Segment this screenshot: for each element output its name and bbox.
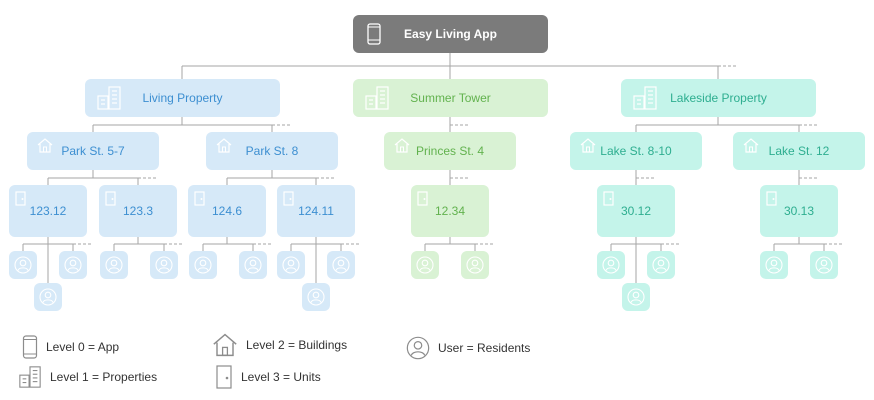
building-princes-st-4[interactable]: Princes St. 4 xyxy=(384,132,516,170)
user-icon xyxy=(64,256,82,274)
building-icon xyxy=(743,138,759,153)
building-label: Princes St. 4 xyxy=(415,144,485,158)
legend-app: Level 0 = App xyxy=(22,335,119,359)
building-label: Lake St. 12 xyxy=(768,144,830,158)
app-node[interactable]: Easy Living App xyxy=(353,15,548,53)
user-icon xyxy=(244,256,262,274)
unit-123-12[interactable]: 123.12 xyxy=(9,185,87,237)
unit-124-6[interactable]: 124.6 xyxy=(188,185,266,237)
building-icon xyxy=(580,138,596,153)
door-icon xyxy=(15,191,26,206)
resident-node[interactable] xyxy=(277,251,305,279)
property-living-property[interactable]: Living Property xyxy=(85,79,280,117)
door-icon xyxy=(194,191,205,206)
resident-node[interactable] xyxy=(189,251,217,279)
resident-node[interactable] xyxy=(622,283,650,311)
resident-node[interactable] xyxy=(647,251,675,279)
door-icon xyxy=(766,191,777,206)
unit-label: 123.3 xyxy=(122,204,154,218)
properties-icon xyxy=(365,86,389,110)
resident-node[interactable] xyxy=(9,251,37,279)
legend-buildings-label: Level 2 = Buildings xyxy=(246,338,348,352)
user-icon xyxy=(765,256,783,274)
unit-label: 124.11 xyxy=(298,204,334,218)
phone-icon xyxy=(367,23,381,45)
legend-units: Level 3 = Units xyxy=(215,365,321,389)
user-icon xyxy=(416,256,434,274)
user-icon xyxy=(332,256,350,274)
legend-properties-label: Level 1 = Properties xyxy=(50,370,158,384)
legend-units-label: Level 3 = Units xyxy=(241,370,321,384)
building-label: Park St. 5-7 xyxy=(61,144,125,158)
properties-icon xyxy=(97,86,121,110)
resident-node[interactable] xyxy=(100,251,128,279)
legend-properties: Level 1 = Properties xyxy=(18,365,157,389)
resident-node[interactable] xyxy=(302,283,330,311)
app-label: Easy Living App xyxy=(404,27,497,41)
resident-node[interactable] xyxy=(150,251,178,279)
building-icon xyxy=(394,138,410,153)
building-icon xyxy=(216,138,232,153)
unit-label: 124.6 xyxy=(211,204,243,218)
unit-123-3[interactable]: 123.3 xyxy=(99,185,177,237)
property-label: Summer Tower xyxy=(410,91,491,105)
legend-users: User = Residents xyxy=(406,336,530,360)
door-icon xyxy=(417,191,428,206)
properties-icon xyxy=(19,366,41,388)
resident-node[interactable] xyxy=(411,251,439,279)
unit-label: 123.12 xyxy=(29,204,67,218)
door-icon xyxy=(283,191,294,206)
user-icon xyxy=(466,256,484,274)
resident-node[interactable] xyxy=(34,283,62,311)
user-icon xyxy=(627,288,645,306)
unit-label: 30.13 xyxy=(783,204,815,218)
unit-124-11[interactable]: 124.11 xyxy=(277,185,355,237)
property-label: Lakeside Property xyxy=(670,91,767,105)
building-icon xyxy=(213,333,237,357)
resident-node[interactable] xyxy=(239,251,267,279)
properties-icon xyxy=(633,86,657,110)
building-park-st-8[interactable]: Park St. 8 xyxy=(206,132,338,170)
building-lake-st-8-10[interactable]: Lake St. 8-10 xyxy=(570,132,702,170)
resident-node[interactable] xyxy=(760,251,788,279)
building-icon xyxy=(37,138,53,153)
unit-30-12[interactable]: 30.12 xyxy=(597,185,675,237)
unit-label: 30.12 xyxy=(620,204,652,218)
door-icon xyxy=(603,191,614,206)
unit-label: 12.34 xyxy=(434,204,466,218)
user-icon xyxy=(602,256,620,274)
user-icon xyxy=(105,256,123,274)
property-summer-tower[interactable]: Summer Tower xyxy=(353,79,548,117)
resident-node[interactable] xyxy=(461,251,489,279)
resident-node[interactable] xyxy=(327,251,355,279)
phone-icon xyxy=(22,335,38,359)
user-icon xyxy=(815,256,833,274)
user-icon xyxy=(282,256,300,274)
user-icon xyxy=(307,288,325,306)
user-icon xyxy=(194,256,212,274)
legend-app-label: Level 0 = App xyxy=(46,340,120,354)
unit-12-34[interactable]: 12.34 xyxy=(411,185,489,237)
building-label: Park St. 8 xyxy=(245,144,299,158)
property-lakeside-property[interactable]: Lakeside Property xyxy=(621,79,816,117)
property-label: Living Property xyxy=(142,91,223,105)
user-icon xyxy=(39,288,57,306)
door-icon xyxy=(216,365,232,389)
unit-30-13[interactable]: 30.13 xyxy=(760,185,838,237)
resident-node[interactable] xyxy=(59,251,87,279)
user-icon xyxy=(155,256,173,274)
resident-node[interactable] xyxy=(597,251,625,279)
user-icon xyxy=(14,256,32,274)
building-lake-st-12[interactable]: Lake St. 12 xyxy=(733,132,865,170)
legend-buildings: Level 2 = Buildings xyxy=(212,333,347,357)
user-icon xyxy=(652,256,670,274)
building-park-st-5-7[interactable]: Park St. 5-7 xyxy=(27,132,159,170)
resident-node[interactable] xyxy=(810,251,838,279)
legend-users-label: User = Residents xyxy=(438,341,531,355)
building-label: Lake St. 8-10 xyxy=(600,144,672,158)
user-icon xyxy=(406,336,430,360)
door-icon xyxy=(105,191,116,206)
